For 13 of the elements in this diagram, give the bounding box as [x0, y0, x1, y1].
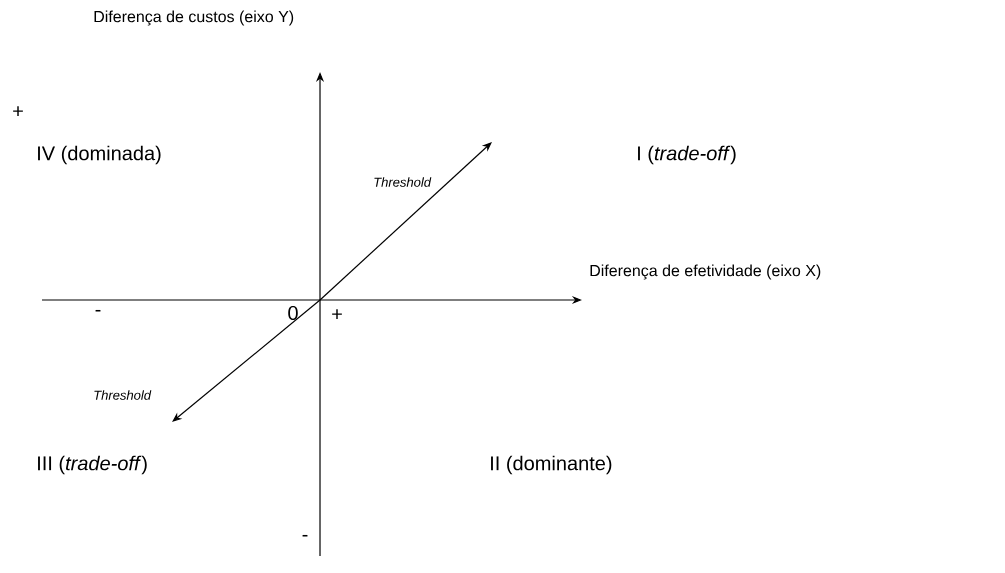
axis-title: Diferença de efetividade (eixo X) [590, 264, 821, 280]
sign-label: - [95, 309, 101, 312]
threshold-label: Threshold [94, 390, 152, 400]
origin-label: 0 [288, 305, 298, 321]
sign-label: - [302, 534, 308, 537]
quadrant-label: II (dominante) [491, 455, 612, 475]
axis-title: Diferença de custos (eixo Y) [94, 10, 294, 26]
threshold-label: Threshold [374, 177, 432, 187]
quadrant-label: IV (dominada) [38, 145, 161, 165]
sign-label: + [13, 106, 23, 116]
quadrant-label: I (trade-off) [638, 145, 736, 165]
quadrant-label: III (trade-off) [38, 455, 147, 475]
sign-label: + [332, 309, 342, 319]
